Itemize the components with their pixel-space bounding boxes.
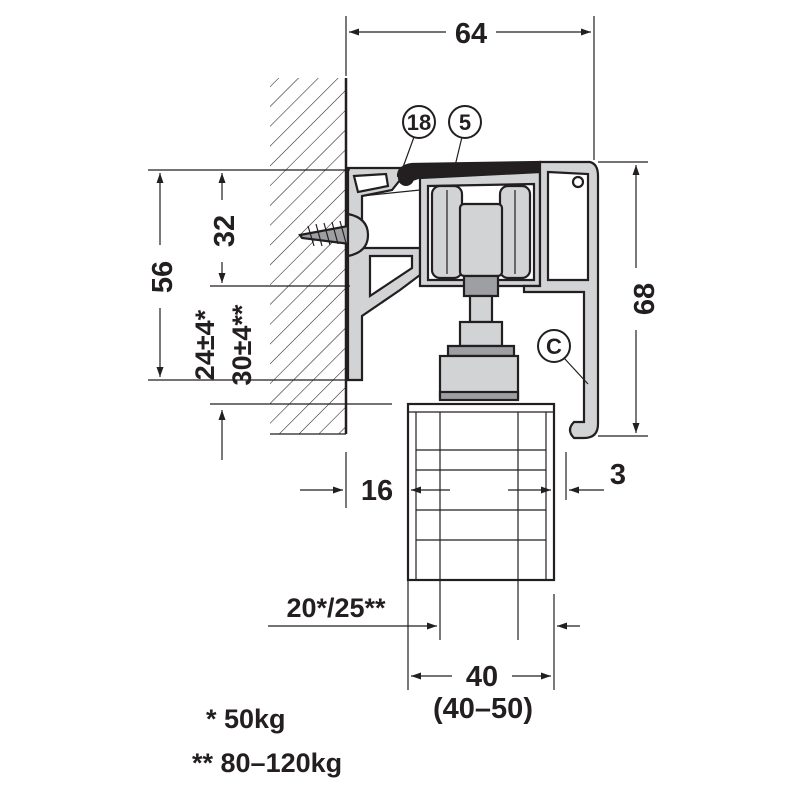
- screw: [298, 212, 370, 258]
- cover-profile: [522, 160, 600, 440]
- dim-56-label: 56: [147, 261, 179, 293]
- wall-bracket: [346, 166, 422, 382]
- dim-door-thickness: 20*/25**: [268, 580, 580, 690]
- wall: [270, 78, 348, 435]
- weight-notes: * 50kg ** 80–120kg: [192, 704, 342, 778]
- door-leaf: [406, 402, 556, 582]
- note-80-120kg: ** 80–120kg: [192, 748, 342, 778]
- dim-height-inner: 32: [209, 173, 350, 287]
- callout-5-label: 5: [459, 110, 471, 135]
- callout-c: C: [537, 329, 589, 385]
- dim-20-25-label: 20*/25**: [286, 593, 386, 623]
- dim-68-label: 68: [629, 283, 661, 315]
- dim-3-label: 3: [610, 459, 626, 491]
- door-hanger: [438, 320, 520, 402]
- callout-5: 5: [448, 105, 482, 167]
- dim-tolerances: 24±4* 30±4**: [190, 304, 392, 460]
- callout-18: 18: [401, 105, 436, 171]
- roller-carriage: [430, 184, 532, 324]
- dim-gap-right: 3: [508, 452, 626, 500]
- dim-gap-left: 16: [300, 452, 450, 508]
- dim-door-width: 40 (40–50): [411, 640, 555, 725]
- callout-c-label: C: [546, 334, 562, 359]
- dim-64-label: 64: [455, 18, 487, 50]
- dim-height-right: 68: [598, 161, 661, 437]
- dim-40-50-label: (40–50): [433, 693, 533, 725]
- dim-16-label: 16: [361, 475, 393, 507]
- dim-24-label: 24±4*: [190, 309, 220, 380]
- callout-18-label: 18: [407, 110, 431, 135]
- dim-width-top: 64: [345, 16, 595, 160]
- note-50kg: * 50kg: [206, 704, 286, 734]
- dim-40-label: 40: [466, 661, 498, 693]
- dim-32-label: 32: [209, 215, 241, 247]
- dim-height-left: 56: [147, 169, 350, 381]
- dim-30-label: 30±4**: [227, 304, 257, 385]
